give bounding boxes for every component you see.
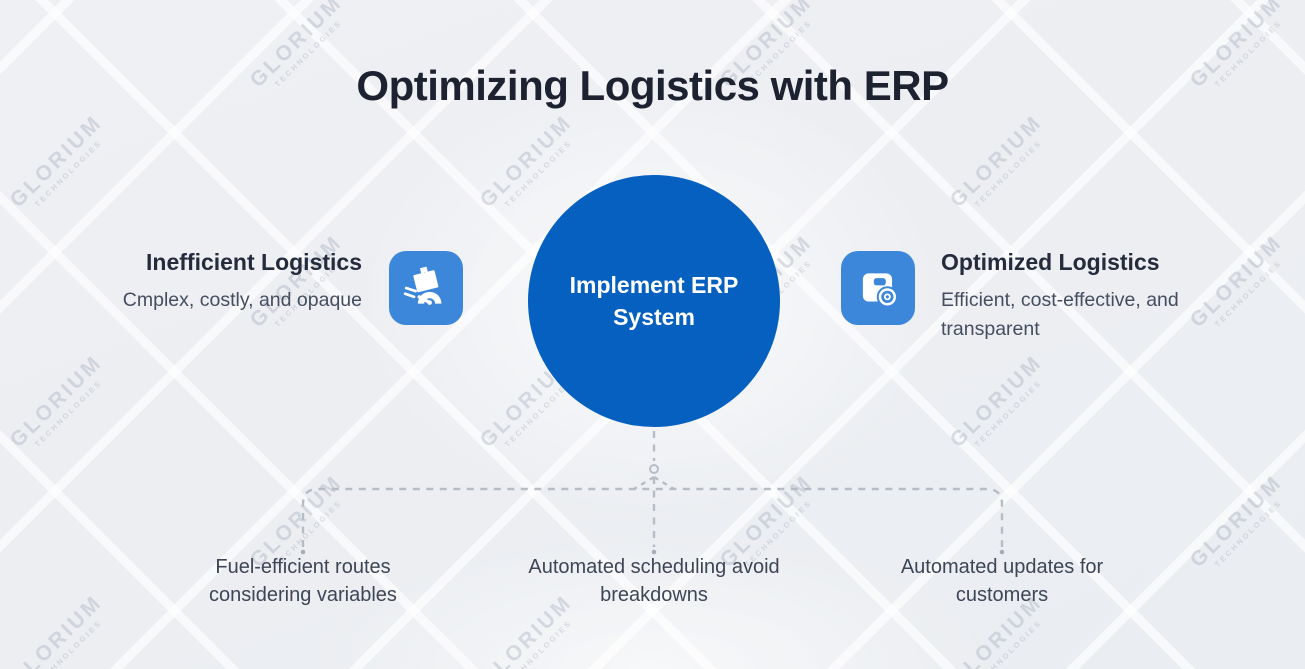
- speeding-package-icon: [389, 251, 463, 325]
- package-target-icon: [841, 251, 915, 325]
- inefficient-logistics-block: Inefficient Logistics Cmplex, costly, an…: [22, 249, 362, 315]
- page-title: Optimizing Logistics with ERP: [356, 62, 949, 109]
- outcome-automated-updates: Automated updates for customers: [900, 556, 1104, 607]
- package-target-glyph: [862, 273, 898, 308]
- outcome-fuel-efficient-routes: Fuel-efficient routes considering variab…: [209, 556, 397, 607]
- speeding-package-glyph: [403, 266, 442, 305]
- inefficient-logistics-description: Cmplex, costly, and opaque: [122, 288, 362, 311]
- optimized-logistics-block: Optimized Logistics Efficient, cost-effe…: [941, 249, 1261, 344]
- connector-junction-circle: [649, 464, 659, 474]
- optimized-logistics-description: Efficient, cost-effective, and transpare…: [941, 288, 1179, 340]
- optimized-logistics-heading: Optimized Logistics: [941, 249, 1160, 275]
- implement-erp-circle: Implement ERP System: [528, 175, 780, 427]
- outcome-automated-scheduling: Automated scheduling avoid breakdowns: [528, 556, 780, 607]
- inefficient-logistics-heading: Inefficient Logistics: [146, 249, 362, 275]
- implement-erp-label: Implement ERP System: [569, 271, 739, 330]
- connector-branch-rail: [301, 487, 1004, 547]
